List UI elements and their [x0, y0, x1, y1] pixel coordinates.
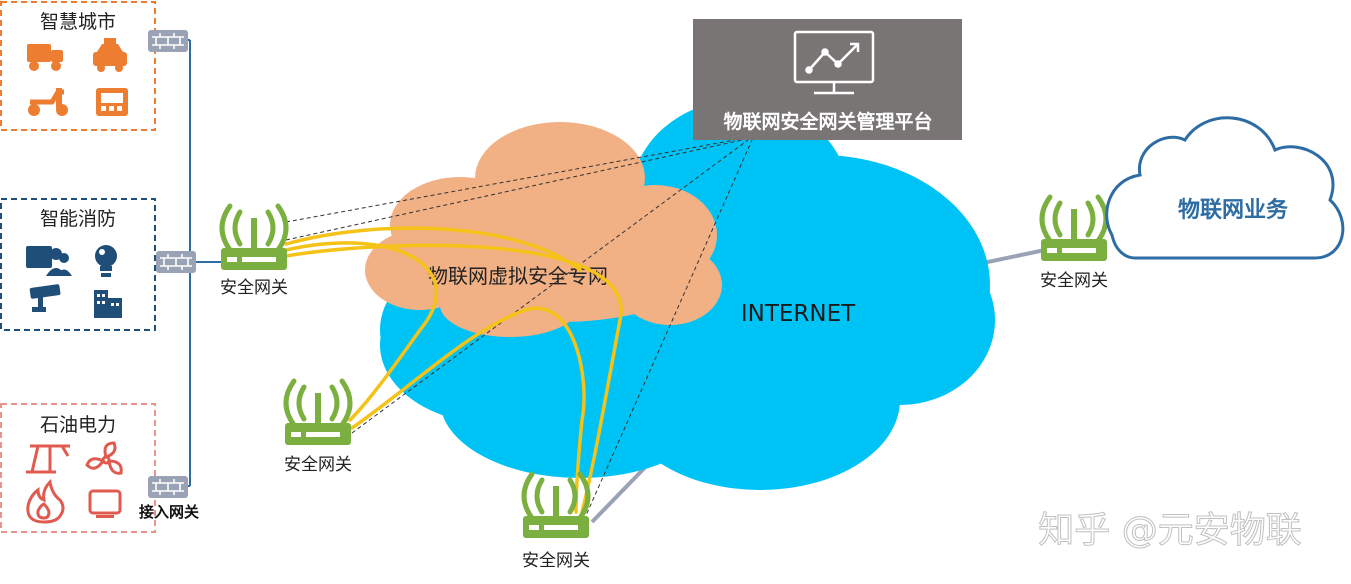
management-links — [285, 139, 753, 521]
group-oil-power: 石油电力 — [0, 403, 156, 533]
terminal-icon — [96, 88, 128, 116]
gateway-right: 安全网关 — [1040, 197, 1108, 291]
firewall-icon — [147, 29, 189, 53]
access-gateway-label: 接入网关 — [139, 503, 199, 521]
gateway-label: 安全网关 — [284, 455, 352, 475]
firewall-icon — [147, 475, 189, 499]
group-smart-city: 智慧城市 — [0, 1, 156, 131]
bulb-icon — [95, 245, 117, 277]
flame-icon — [26, 478, 65, 524]
router-icon — [221, 206, 287, 270]
gateway-top-left: 安全网关 — [220, 206, 288, 298]
monitor-chart-icon — [793, 30, 875, 95]
business-cloud-label: 物联网业务 — [1178, 197, 1289, 223]
gateway-label: 安全网关 — [1040, 271, 1108, 291]
group-title-smart-city: 智慧城市 — [40, 11, 116, 33]
gateway-middle-left: 安全网关 — [284, 381, 352, 475]
router-icon — [285, 381, 351, 445]
group-smart-fire: 智能消防 — [0, 198, 156, 331]
scooter-icon — [28, 88, 68, 116]
gateway-label: 安全网关 — [220, 278, 288, 298]
watermark: 知乎 @元安物联 — [1038, 510, 1301, 551]
truck-icon — [27, 44, 63, 71]
monitor-icon — [88, 489, 122, 518]
group-title-smart-fire: 智能消防 — [40, 208, 116, 230]
router-icon — [1041, 197, 1107, 261]
camera-icon — [29, 284, 61, 312]
fan-icon — [85, 441, 123, 475]
user-card-icon — [26, 246, 72, 276]
platform-label: 物联网安全网关管理平台 — [723, 110, 932, 133]
router-icon — [523, 474, 589, 538]
vpn-tunnels — [284, 226, 623, 514]
group-title-oil-power: 石油电力 — [40, 414, 116, 436]
firewall-icon — [155, 250, 197, 274]
taxi-icon — [93, 38, 127, 72]
gateway-bottom: 安全网关 — [522, 474, 590, 571]
pump-icon — [26, 444, 70, 474]
business-cloud — [1105, 116, 1345, 260]
management-platform: 物联网安全网关管理平台 — [693, 19, 962, 140]
gateway-label: 安全网关 — [522, 551, 590, 571]
building-icon — [94, 290, 122, 318]
internet-label: INTERNET — [741, 301, 856, 327]
